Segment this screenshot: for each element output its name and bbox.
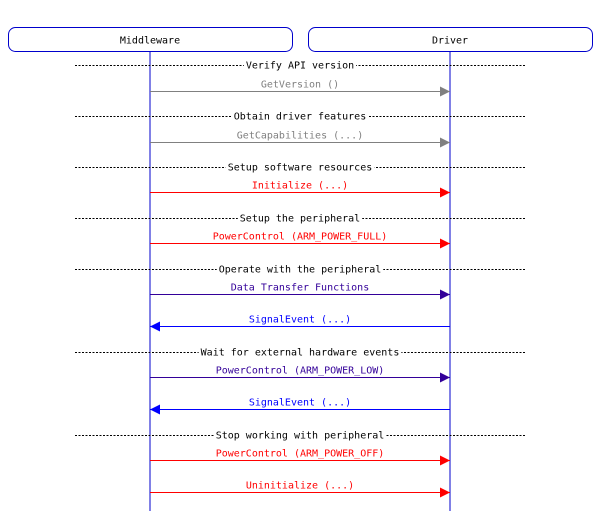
separator: Setup software resources — [75, 162, 525, 174]
message-label: PowerControl (ARM_POWER_OFF) — [216, 449, 385, 460]
message: PowerControl (ARM_POWER_OFF) — [150, 449, 450, 466]
message: PowerControl (ARM_POWER_LOW) — [150, 366, 450, 383]
separator: Stop working with peripheral — [75, 430, 525, 442]
message-label: PowerControl (ARM_POWER_FULL) — [213, 232, 388, 243]
separator-label-background — [225, 162, 375, 174]
separator: Verify API version — [75, 60, 525, 72]
separator-label-background — [237, 213, 363, 225]
actor-driver: Driver — [308, 27, 593, 52]
message: PowerControl (ARM_POWER_FULL) — [150, 232, 450, 249]
separator: Setup the peripheral — [75, 213, 525, 225]
separator-label: Setup software resources — [228, 163, 373, 174]
message-label: Uninitialize (...) — [246, 481, 354, 492]
separator-label-background — [198, 347, 402, 359]
actor-middleware-label: Middleware — [120, 36, 180, 47]
message-label: GetCapabilities (...) — [237, 131, 363, 142]
message: GetVersion () — [150, 80, 450, 97]
message: GetCapabilities (...) — [150, 131, 450, 148]
message: SignalEvent (...) — [150, 398, 450, 415]
separator-label-background — [213, 430, 387, 442]
separator-label-background — [231, 111, 369, 123]
message-label: SignalEvent (...) — [249, 315, 351, 326]
separator: Wait for external hardware events — [75, 347, 525, 359]
separator-label: Stop working with peripheral — [216, 431, 385, 442]
message-label: SignalEvent (...) — [249, 398, 351, 409]
message: Uninitialize (...) — [150, 481, 450, 498]
message-label: Initialize (...) — [252, 181, 348, 192]
message: Initialize (...) — [150, 181, 450, 198]
message-label: PowerControl (ARM_POWER_LOW) — [216, 366, 385, 377]
actor-driver-label: Driver — [432, 36, 468, 47]
separator: Obtain driver features — [75, 111, 525, 123]
separator-label-background — [243, 60, 357, 72]
separator-label-background — [216, 264, 384, 276]
separator-label: Verify API version — [246, 61, 354, 72]
separator-label: Obtain driver features — [234, 112, 366, 123]
separator: Operate with the peripheral — [75, 264, 525, 276]
actor-middleware: Middleware — [8, 27, 293, 52]
message-label: Data Transfer Functions — [231, 283, 369, 294]
separator-label: Operate with the peripheral — [219, 265, 382, 276]
separator-label: Setup the peripheral — [240, 214, 360, 225]
message: SignalEvent (...) — [150, 315, 450, 332]
message: Data Transfer Functions — [150, 283, 450, 300]
message-label: GetVersion () — [261, 80, 339, 91]
separator-label: Wait for external hardware events — [201, 348, 400, 359]
